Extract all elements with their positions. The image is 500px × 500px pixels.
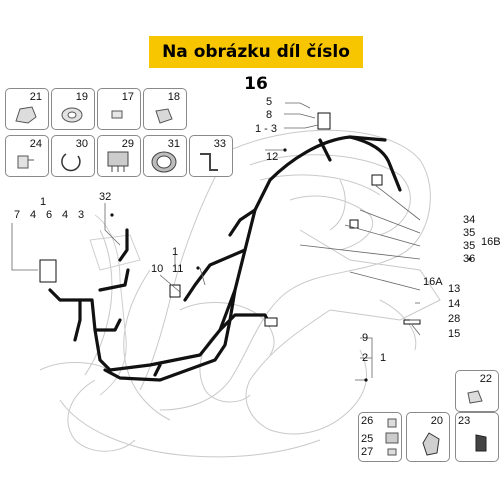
- part-box-23[interactable]: 23: [455, 412, 499, 462]
- label-7[interactable]: 7: [14, 209, 21, 221]
- label-4[interactable]: 4: [62, 209, 69, 221]
- connector-icon: [107, 151, 129, 172]
- label-16a[interactable]: 16A: [423, 276, 443, 288]
- label-16b[interactable]: 16B: [481, 236, 500, 248]
- part-box-18[interactable]: 18: [143, 88, 187, 130]
- label-12[interactable]: 12: [266, 151, 279, 163]
- grommet-icon: [61, 107, 83, 123]
- label-35[interactable]: 35: [463, 227, 476, 239]
- label-6[interactable]: 6: [46, 209, 53, 221]
- part-number: 25: [361, 433, 374, 445]
- harness-connectors: [39, 112, 421, 327]
- part-box-17[interactable]: 17: [97, 88, 141, 130]
- part-number: 23: [458, 415, 471, 427]
- label-11[interactable]: 11: [172, 263, 184, 275]
- label-1-3[interactable]: 1 - 3: [255, 123, 278, 135]
- small-clip-icon: [111, 110, 123, 119]
- label-1[interactable]: 1: [40, 196, 47, 208]
- wiring-harness: [48, 135, 402, 382]
- ring-clamp-icon: [61, 153, 81, 172]
- scooter-front-shield: [89, 214, 141, 396]
- part-box-29[interactable]: 29: [97, 135, 141, 177]
- part-number: 29: [121, 138, 134, 150]
- part-number: 17: [121, 91, 134, 103]
- label-36[interactable]: 36: [463, 253, 476, 265]
- part-box-31[interactable]: 31: [143, 135, 187, 177]
- label-13[interactable]: 13: [448, 283, 461, 295]
- part-box-33[interactable]: 33: [189, 135, 233, 177]
- part-box-19[interactable]: 19: [51, 88, 95, 130]
- seal-ring-icon: [151, 151, 177, 173]
- part-number: 20: [430, 415, 443, 427]
- part-number: 27: [361, 446, 374, 458]
- part-box-21[interactable]: 21: [5, 88, 49, 130]
- leader-dots: [110, 148, 472, 382]
- label-28[interactable]: 28: [448, 313, 461, 325]
- label-9[interactable]: 9: [362, 332, 369, 344]
- label-1[interactable]: 1: [172, 246, 179, 258]
- mount-bracket-icon: [200, 153, 218, 171]
- part-number: 30: [75, 138, 88, 150]
- part-box-26-25-27[interactable]: 26 25 27: [358, 412, 402, 462]
- label-14[interactable]: 14: [448, 298, 461, 310]
- part-number: 33: [213, 138, 226, 150]
- part-number: 18: [167, 91, 180, 103]
- holder-icon: [155, 108, 173, 124]
- part-number: 31: [167, 138, 180, 150]
- part-number: 22: [479, 373, 492, 385]
- socket-icon: [422, 432, 440, 456]
- clip-icon: [467, 390, 483, 404]
- part-number: 19: [75, 91, 88, 103]
- diagram-title: Na obrázku díl číslo 16: [149, 36, 363, 94]
- part-number: 24: [29, 138, 42, 150]
- label-34[interactable]: 34: [463, 214, 476, 226]
- bracket-icon: [17, 155, 34, 169]
- label-3[interactable]: 3: [78, 209, 85, 221]
- label-5[interactable]: 5: [266, 96, 273, 108]
- label-1[interactable]: 1: [380, 352, 387, 364]
- clip-icon: [15, 106, 37, 124]
- part-number: 21: [29, 91, 42, 103]
- part-box-20[interactable]: 20: [406, 412, 450, 462]
- part-box-22[interactable]: 22: [455, 370, 499, 412]
- part-number: 26: [361, 415, 374, 427]
- label-4[interactable]: 4: [30, 209, 37, 221]
- label-35[interactable]: 35: [463, 240, 476, 252]
- label-32[interactable]: 32: [99, 191, 112, 203]
- fastener-icon: [385, 418, 399, 456]
- part-box-24[interactable]: 24: [5, 135, 49, 177]
- label-2[interactable]: 2: [362, 352, 369, 364]
- leader-lines: [11, 102, 421, 381]
- part-box-30[interactable]: 30: [51, 135, 95, 177]
- label-8[interactable]: 8: [266, 109, 273, 121]
- connector-icon: [475, 434, 487, 452]
- label-10[interactable]: 10: [151, 263, 164, 275]
- label-15[interactable]: 15: [448, 328, 461, 340]
